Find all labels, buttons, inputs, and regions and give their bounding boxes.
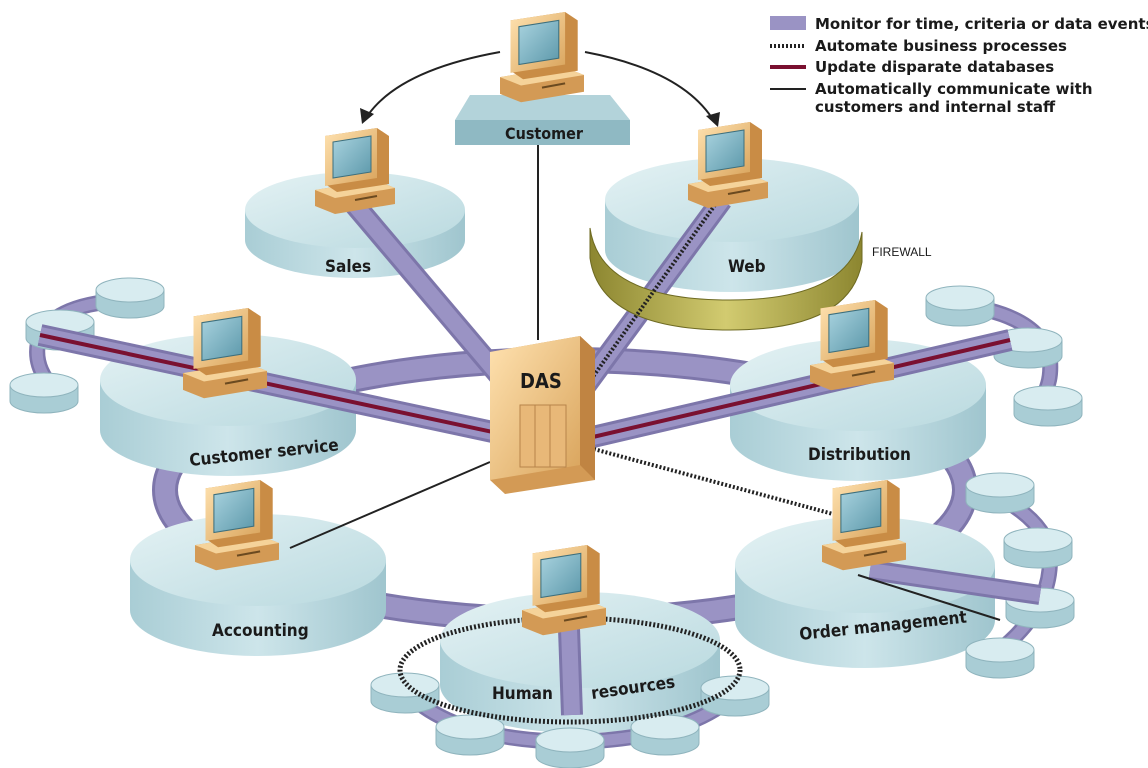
accounting-computer [195, 480, 279, 571]
peripheral-databases-hr [370, 672, 770, 768]
das-server: DAS [490, 336, 595, 494]
legend-label-communicate-2: customers and internal staff [815, 98, 1056, 116]
database-disc [925, 285, 995, 327]
order-management-computer [822, 480, 906, 571]
sales-computer [315, 128, 395, 214]
database-disc [1013, 385, 1083, 427]
legend: Monitor for time, criteria or data event… [770, 15, 1148, 116]
database-disc [1003, 527, 1073, 569]
human-resources-computer [522, 545, 606, 636]
legend-label-monitor: Monitor for time, criteria or data event… [815, 15, 1148, 33]
legend-swatch-monitor [770, 16, 806, 30]
sales-label: Sales [325, 257, 371, 277]
database-disc [965, 637, 1035, 679]
customer-platform [455, 95, 630, 145]
customer-service-computer [183, 308, 267, 399]
web-label: Web [728, 257, 766, 277]
legend-label-automate: Automate business processes [815, 37, 1067, 55]
legend-label-communicate-1: Automatically communicate with [815, 80, 1093, 98]
accounting-label: Accounting [212, 621, 309, 641]
distribution-computer [810, 300, 894, 391]
workstations [183, 12, 906, 636]
peripheral-databases-right [925, 285, 1083, 427]
das-label: DAS [520, 369, 562, 393]
update-database-lines [39, 333, 1011, 442]
web-computer [688, 122, 768, 208]
database-disc [965, 472, 1035, 514]
firewall-label: FIREWALL [872, 245, 932, 259]
database-disc [435, 714, 505, 756]
distribution-label: Distribution [808, 445, 911, 465]
human-resources-label-1: Human [492, 684, 553, 704]
database-disc [9, 372, 79, 414]
database-disc [95, 277, 165, 319]
communicate-lines [289, 142, 1001, 621]
customer-arrows [360, 51, 720, 127]
legend-label-update: Update disparate databases [815, 58, 1054, 76]
database-disc [700, 675, 770, 717]
customer-label: Customer [505, 124, 584, 143]
customer-computer [500, 12, 584, 103]
database-disc [535, 727, 605, 768]
firewall: FIREWALL [589, 227, 932, 331]
peripheral-databases-orders [965, 472, 1075, 679]
database-disc [370, 672, 440, 714]
database-disc [630, 714, 700, 756]
